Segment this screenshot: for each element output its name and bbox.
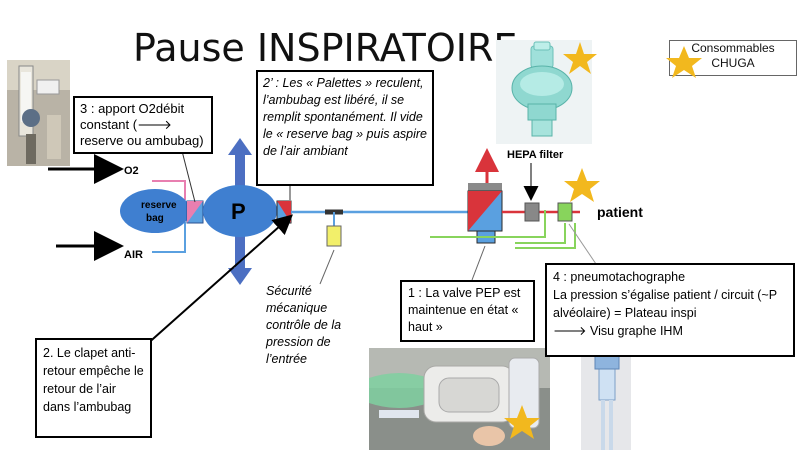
- safety-caption: Sécurité mécanique contrôle de la pressi…: [266, 284, 342, 366]
- air-label: AIR: [124, 249, 143, 261]
- reserve-bag-label-2: bag: [146, 213, 164, 224]
- hepa-label: HEPA filter: [507, 149, 564, 161]
- star-icon: [563, 42, 597, 74]
- air-line: [152, 222, 186, 253]
- pep-valve-photo: [369, 348, 550, 450]
- star-icon: [564, 168, 600, 202]
- o2-label: O2: [124, 165, 139, 177]
- slide-title: Pause INSPIRATOIRE: [133, 26, 518, 70]
- reserve-bag-label-1: reserve: [141, 200, 177, 211]
- hepa-filter-block: [524, 202, 540, 222]
- callout-step4-line2: 🡒 Visu graphe IHM: [553, 324, 683, 338]
- callout-step4-line1: La pression s’égalise patient / circuit …: [553, 288, 777, 320]
- p-label: P: [231, 199, 246, 224]
- safety-valve: [326, 225, 342, 247]
- star-icon: [504, 405, 540, 439]
- patient-label: patient: [597, 204, 643, 220]
- flowmeter-photo: [7, 60, 70, 166]
- callout-step4-title: 4 : pneumotachographe: [553, 270, 686, 284]
- callout-step2: 2. Le clapet anti-retour empêche le reto…: [35, 338, 152, 438]
- star-icon: [666, 46, 702, 78]
- callout-step3: 3 : apport O2débit constant (🡒 reserve o…: [73, 96, 213, 154]
- pneumotachograph-block: [557, 202, 573, 222]
- ambubag-p: [203, 185, 277, 237]
- o2-line: [152, 180, 186, 200]
- callout-step2prime: 2’ : Les « Palettes » reculent, l’ambuba…: [256, 70, 434, 186]
- callout-step4: 4 : pneumotachographe La pression s’égal…: [545, 263, 795, 357]
- reserve-bag: [120, 189, 190, 233]
- callout-step1: 1 : La valve PEP est maintenue en état «…: [400, 280, 535, 342]
